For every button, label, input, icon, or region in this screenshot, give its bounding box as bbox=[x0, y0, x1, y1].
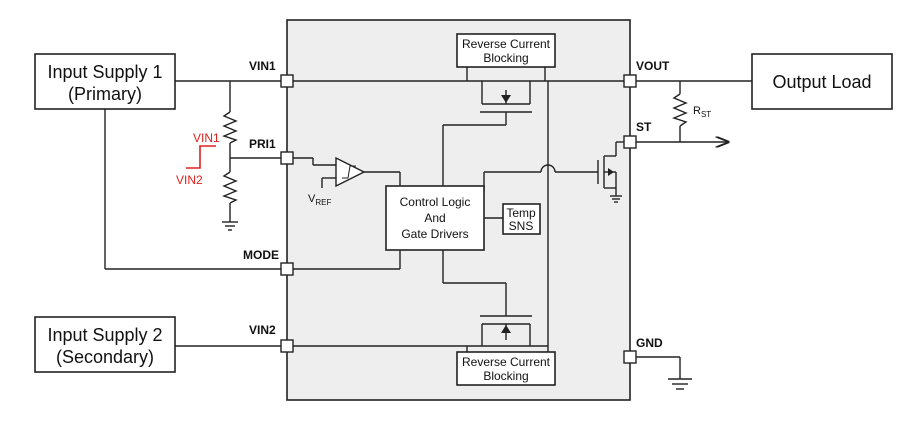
fet-bottom-arrow bbox=[501, 325, 511, 333]
control-line1: Control Logic bbox=[400, 195, 471, 209]
input-supply-1-box bbox=[34, 53, 176, 110]
rcb-bottom-line1: Reverse Current bbox=[462, 355, 551, 369]
input-supply-2-line1: Input Supply 2 bbox=[47, 325, 162, 345]
output-load-label: Output Load bbox=[772, 72, 871, 92]
output-load-box bbox=[751, 53, 893, 110]
pin-pri1 bbox=[280, 151, 294, 165]
pin-label-vout: VOUT bbox=[636, 59, 670, 73]
pin-label-mode: MODE bbox=[243, 248, 279, 262]
pin-label-vin1: VIN1 bbox=[249, 59, 276, 73]
reverse-current-bottom-box bbox=[456, 351, 556, 386]
vref-label: VREF bbox=[308, 193, 331, 207]
fet-top-arrow bbox=[501, 95, 511, 103]
fet-st-arrow bbox=[608, 168, 614, 176]
rcb-bottom-line2: Blocking bbox=[483, 369, 528, 383]
rcb-top-line1: Reverse Current bbox=[462, 37, 551, 51]
pin-label-st: ST bbox=[636, 120, 652, 134]
resistor-bottom bbox=[222, 171, 238, 204]
resistor-rst bbox=[672, 93, 688, 127]
wires bbox=[104, 67, 752, 390]
control-line2: And bbox=[424, 211, 445, 225]
input-supply-2-box bbox=[34, 316, 176, 373]
resistor-top bbox=[222, 111, 238, 144]
pin-mode bbox=[280, 262, 294, 276]
pin-vout bbox=[623, 74, 637, 88]
rst-label: RST bbox=[693, 105, 711, 119]
pin-gnd bbox=[623, 350, 637, 364]
comparator bbox=[335, 156, 366, 188]
threshold-high-label: VIN1 bbox=[193, 131, 220, 145]
input-supply-1-line1: Input Supply 1 bbox=[47, 62, 162, 82]
input-supply-1-line2: (Primary) bbox=[68, 84, 142, 104]
temp-line1: Temp bbox=[506, 206, 536, 220]
pin-label-vin2: VIN2 bbox=[249, 323, 276, 337]
pin-vin2 bbox=[280, 339, 294, 353]
reverse-current-top-box bbox=[456, 33, 556, 68]
control-line3: Gate Drivers bbox=[401, 227, 468, 241]
pin-vin1 bbox=[280, 74, 294, 88]
pin-st bbox=[623, 135, 637, 149]
input-supply-2-line2: (Secondary) bbox=[56, 347, 154, 367]
pin-label-pri1: PRI1 bbox=[249, 137, 276, 151]
temp-sns-box bbox=[502, 203, 541, 235]
threshold-waveform bbox=[186, 145, 216, 169]
control-logic-box bbox=[385, 185, 485, 251]
pin-label-gnd: GND bbox=[636, 336, 663, 350]
rcb-top-line2: Blocking bbox=[483, 51, 528, 65]
threshold-low-label: VIN2 bbox=[176, 173, 203, 187]
temp-line2: SNS bbox=[509, 219, 534, 233]
